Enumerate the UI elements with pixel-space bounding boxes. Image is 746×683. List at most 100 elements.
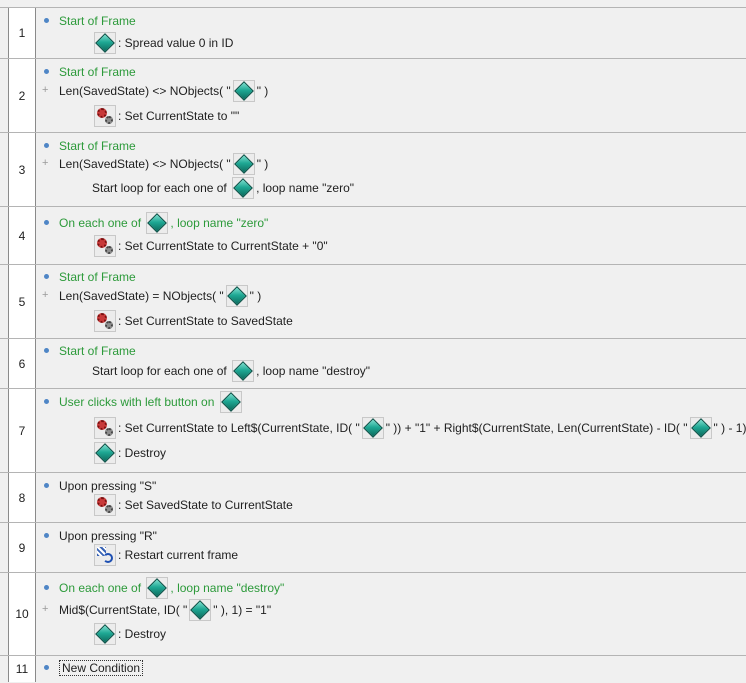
event-number[interactable]: 3 xyxy=(8,133,36,206)
gears-icon xyxy=(94,105,116,127)
diamond-object-icon xyxy=(94,32,116,54)
condition-text: " ) xyxy=(256,84,269,98)
condition-line[interactable]: Start of Frame xyxy=(44,10,136,32)
condition-text: Start of Frame xyxy=(59,14,136,28)
action-text: Start loop for each one of xyxy=(92,181,231,195)
condition-line[interactable]: +Len(SavedState) <> NObjects( "" ) xyxy=(42,80,269,102)
condition-bullet-icon xyxy=(44,220,49,225)
condition-text: " ) xyxy=(249,289,262,303)
condition-text: Len(SavedState) = NObjects( " xyxy=(59,289,224,303)
event-number[interactable]: 1 xyxy=(8,8,36,58)
condition-bullet-icon xyxy=(44,274,49,279)
and-condition-icon: + xyxy=(42,84,49,96)
event-number[interactable]: 9 xyxy=(8,523,36,572)
diamond-object-icon xyxy=(232,80,255,102)
diamond-object-icon xyxy=(146,212,169,234)
condition-line[interactable]: User clicks with left button on xyxy=(44,391,244,413)
condition-line[interactable]: On each one of , loop name "zero" xyxy=(44,212,269,234)
action-text: , loop name "zero" xyxy=(256,181,354,195)
action-line[interactable]: Start loop for each one of , loop name "… xyxy=(92,177,354,199)
event-row[interactable]: 7 User clicks with left button on : Set C… xyxy=(0,388,746,472)
action-text: : Set CurrentState to "" xyxy=(118,109,240,123)
event-number[interactable]: 5 xyxy=(8,265,36,338)
condition-line[interactable]: Start of Frame xyxy=(44,266,136,288)
condition-line[interactable]: Start of Frame xyxy=(44,135,136,157)
condition-text: Len(SavedState) <> NObjects( " xyxy=(59,157,231,171)
event-number[interactable]: 7 xyxy=(8,389,36,472)
condition-text: , loop name "zero" xyxy=(170,216,269,230)
action-line[interactable]: : Spread value 0 in ID xyxy=(92,32,233,54)
event-row[interactable]: 4 On each one of , loop name "zero" : Set … xyxy=(0,206,746,264)
action-line[interactable]: Start loop for each one of , loop name "… xyxy=(92,360,370,382)
action-text: " )) + "1" + Right$(CurrentState, Len(Cu… xyxy=(385,421,688,435)
event-number[interactable]: 4 xyxy=(8,207,36,264)
condition-text: Mid$(CurrentState, ID( " xyxy=(59,603,188,617)
event-row[interactable]: 1 Start of Frame : Spread value 0 in ID xyxy=(0,7,746,58)
action-line[interactable]: : Set CurrentState to "" xyxy=(92,105,239,127)
diamond-object-icon xyxy=(232,360,255,382)
action-line[interactable]: : Destroy xyxy=(92,623,166,645)
action-line[interactable]: : Destroy xyxy=(92,442,166,464)
condition-text: Start of Frame xyxy=(59,65,136,79)
condition-line[interactable]: New Condition xyxy=(44,657,144,679)
event-number[interactable]: 6 xyxy=(8,339,36,388)
event-number[interactable]: 11 xyxy=(8,656,36,682)
gears-icon xyxy=(94,494,116,516)
diamond-object-icon xyxy=(219,391,242,413)
new-condition-link[interactable]: New Condition xyxy=(59,660,144,676)
action-line[interactable]: : Restart current frame xyxy=(92,544,238,566)
condition-line[interactable]: On each one of , loop name "destroy" xyxy=(44,577,285,599)
condition-bullet-icon xyxy=(44,533,49,538)
diamond-object-icon xyxy=(361,417,384,439)
condition-text: Upon pressing "S" xyxy=(59,479,157,493)
action-text: : Destroy xyxy=(118,627,167,641)
condition-text: On each one of xyxy=(59,216,145,230)
condition-line[interactable]: +Mid$(CurrentState, ID( "" ), 1) = "1" xyxy=(42,599,271,621)
diamond-object-icon xyxy=(689,417,712,439)
event-row[interactable]: 11 New Condition xyxy=(0,655,746,682)
condition-text: Start of Frame xyxy=(59,139,136,153)
action-text: , loop name "destroy" xyxy=(256,364,371,378)
condition-line[interactable]: Upon pressing "R" xyxy=(44,525,157,547)
event-row[interactable]: 9 Upon pressing "R" : Restart current fram… xyxy=(0,522,746,572)
action-line[interactable]: : Set SavedState to CurrentState xyxy=(92,494,293,516)
condition-bullet-icon xyxy=(44,483,49,488)
condition-bullet-icon xyxy=(44,18,49,23)
condition-line[interactable]: +Len(SavedState) = NObjects( "" ) xyxy=(42,285,262,307)
condition-bullet-icon xyxy=(44,399,49,404)
condition-line[interactable]: Start of Frame xyxy=(44,340,136,362)
condition-line[interactable]: Upon pressing "S" xyxy=(44,475,157,497)
action-text: : Set CurrentState to CurrentState + "0" xyxy=(118,239,328,253)
event-row[interactable]: 2 Start of Frame+Len(SavedState) <> NObje… xyxy=(0,58,746,132)
condition-text: Upon pressing "R" xyxy=(59,529,157,543)
event-number[interactable]: 8 xyxy=(8,473,36,522)
diamond-object-icon xyxy=(94,623,116,645)
diamond-object-icon xyxy=(232,153,255,175)
condition-bullet-icon xyxy=(44,585,49,590)
gears-icon xyxy=(94,417,116,439)
event-number[interactable]: 10 xyxy=(8,573,36,655)
action-text: : Restart current frame xyxy=(118,548,239,562)
condition-line[interactable]: Start of Frame xyxy=(44,61,136,83)
gears-icon xyxy=(94,235,116,257)
condition-line[interactable]: +Len(SavedState) <> NObjects( "" ) xyxy=(42,153,269,175)
condition-text: On each one of xyxy=(59,581,145,595)
action-text: Start loop for each one of xyxy=(92,364,231,378)
action-line[interactable]: : Set CurrentState to SavedState xyxy=(92,310,293,332)
condition-text: Start of Frame xyxy=(59,344,136,358)
event-number[interactable]: 2 xyxy=(8,59,36,132)
gears-icon xyxy=(94,310,116,332)
action-text: : Spread value 0 in ID xyxy=(118,36,234,50)
condition-text: " ) xyxy=(256,157,269,171)
action-line[interactable]: : Set CurrentState to Left$(CurrentState… xyxy=(92,417,746,439)
condition-text: , loop name "destroy" xyxy=(170,581,285,595)
event-row[interactable]: 8 Upon pressing "S": Set SavedState to Cu… xyxy=(0,472,746,522)
action-text: : Set CurrentState to SavedState xyxy=(118,314,293,328)
diamond-object-icon xyxy=(232,177,255,199)
action-line[interactable]: : Set CurrentState to CurrentState + "0" xyxy=(92,235,328,257)
